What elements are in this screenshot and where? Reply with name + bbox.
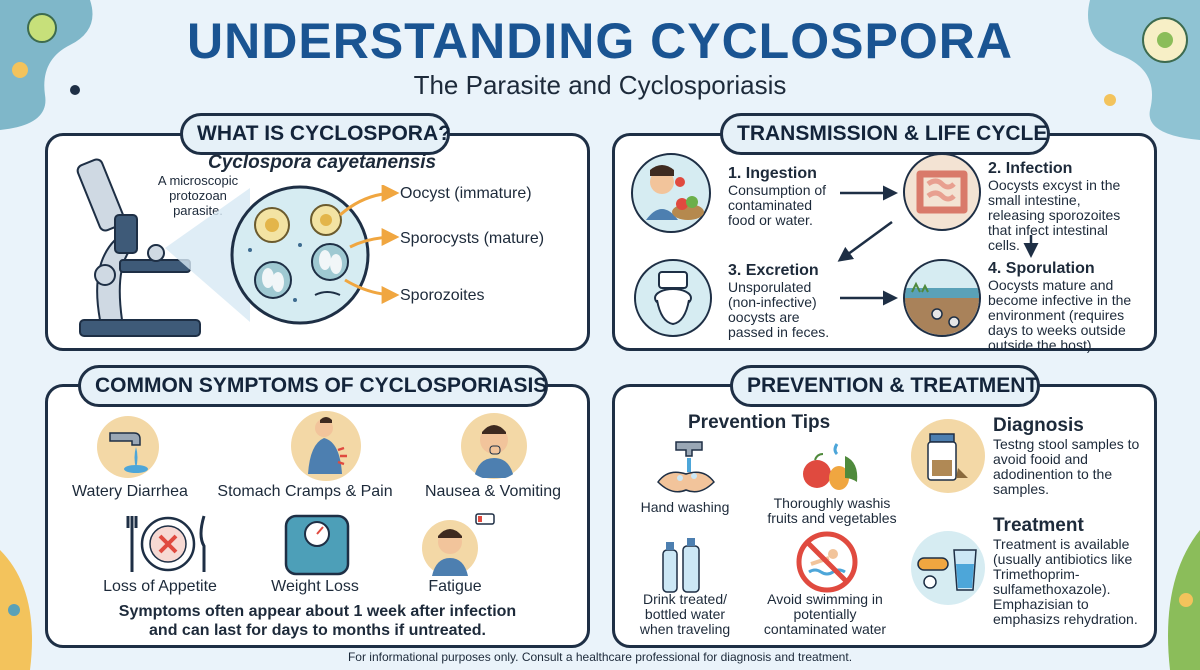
stage-arrows	[339, 185, 400, 304]
step-ingestion: 1. Ingestion Consumption of contaminated…	[728, 165, 838, 228]
step-sporulation: 4. Sporulation Oocysts mature and become…	[988, 260, 1138, 353]
diagnosis-text: Testng stool samples to avoid fooid and …	[993, 436, 1140, 497]
page-title: UNDERSTANDING CYCLOSPORA	[187, 13, 1013, 69]
tip-avoid-swimming: Avoid swimming in potentially contaminat…	[763, 591, 887, 637]
step-excretion-title: 3. Excretion	[728, 262, 819, 279]
scale-icon	[284, 514, 350, 576]
stage-sporocysts: Sporocysts (mature)	[400, 230, 545, 247]
diagnosis-heading: Diagnosis	[993, 415, 1084, 436]
page-subtitle: The Parasite and Cyclosporiasis	[413, 70, 787, 100]
step-excretion: 3. Excretion Unsporulated (non-infective…	[728, 262, 838, 340]
life-cycle-arrows	[837, 185, 1039, 306]
fatigue-person-icon	[422, 513, 495, 576]
nausea-person-icon	[461, 413, 527, 479]
bottom-left-microbe-decoration	[0, 550, 32, 670]
toilet-icon	[634, 259, 712, 337]
bottom-right-microbe-decoration	[1168, 530, 1200, 670]
step-ingestion-title: 1. Ingestion	[728, 165, 817, 182]
stool-sample-jar-icon	[911, 419, 985, 493]
tip-hand-washing: Hand washing	[640, 499, 730, 515]
no-swimming-icon	[796, 531, 858, 593]
microscope-icon	[76, 158, 201, 337]
step-infection: 2. Infection Oocysts excyst in the small…	[988, 160, 1138, 253]
symptom-nausea: Nausea & Vomiting	[424, 483, 562, 500]
what-is-heading: WHAT IS CYCLOSPORA?	[180, 113, 451, 155]
symptoms-note-line1: Symptoms often appear about 1 week after…	[118, 603, 517, 620]
tip-bottled-water: Drink treated/ bottled water when travel…	[639, 591, 731, 637]
symptoms-note-line2: and can last for days to months if untre…	[149, 622, 486, 639]
treatment-heading: Treatment	[993, 515, 1084, 536]
hand-washing-icon	[657, 441, 715, 493]
stage-oocyst: Oocyst (immature)	[400, 185, 532, 202]
step-infection-text: Oocysts excyst in the small intestine, r…	[988, 177, 1121, 253]
magnified-oocysts-illustration	[165, 185, 370, 325]
symptom-appetite: Loss of Appetite	[103, 578, 217, 595]
stomach-cramps-person-icon	[291, 411, 361, 481]
step-ingestion-text: Consumption of contaminated food or wate…	[728, 182, 827, 228]
stage-sporozoites: Sporozoites	[400, 287, 485, 304]
prevention-panel	[612, 384, 1157, 648]
species-name: Cyclospora cayetanensis	[208, 152, 437, 173]
disclaimer-footer: For informational purposes only. Consult…	[347, 650, 853, 664]
symptom-stomach-cramps: Stomach Cramps & Pain	[217, 483, 393, 500]
tip-wash-produce: Thoroughly washis fruits and vegetables	[767, 495, 897, 526]
fruits-vegetables-icon	[803, 443, 858, 490]
faucet-icon	[97, 416, 159, 478]
step-infection-title: 2. Infection	[988, 160, 1073, 177]
cyclospora-description: A microscopic protozoan parasite.	[157, 173, 239, 218]
soil-water-environment-icon	[903, 259, 981, 337]
pills-and-water-icon	[911, 531, 985, 605]
step-excretion-text: Unsporulated (non-infective) oocysts are…	[728, 279, 830, 340]
step-sporulation-title: 4. Sporulation	[988, 260, 1095, 277]
symptom-diarrhea: Watery Diarrhea	[72, 483, 188, 500]
transmission-heading: TRANSMISSION & LIFE CYCLE	[720, 113, 1050, 155]
treatment-section: Treatment Treatment is available (usuall…	[993, 515, 1145, 627]
prevention-heading: PREVENTION & TREATMENT	[730, 365, 1040, 407]
intestine-icon	[903, 153, 981, 231]
symptoms-heading: COMMON SYMPTOMS OF CYCLOSPORIASIS	[78, 365, 548, 407]
symptom-fatigue: Fatigue	[428, 578, 482, 595]
step-sporulation-text: Oocysts mature and become infective in t…	[988, 277, 1132, 353]
water-bottles-icon	[662, 538, 700, 593]
symptom-weight-loss: Weight Loss	[271, 578, 359, 595]
top-right-microbe-decoration	[1088, 0, 1200, 140]
treatment-text: Treatment is available (usually antibiot…	[993, 536, 1138, 627]
diagnosis-section: Diagnosis Testng stool samples to avoid …	[993, 415, 1143, 497]
prevention-tips-heading: Prevention Tips	[688, 412, 831, 433]
top-left-microbe-decoration	[0, 0, 93, 130]
plate-with-x-icon	[126, 515, 206, 572]
ingestion-eating-icon	[631, 153, 711, 233]
